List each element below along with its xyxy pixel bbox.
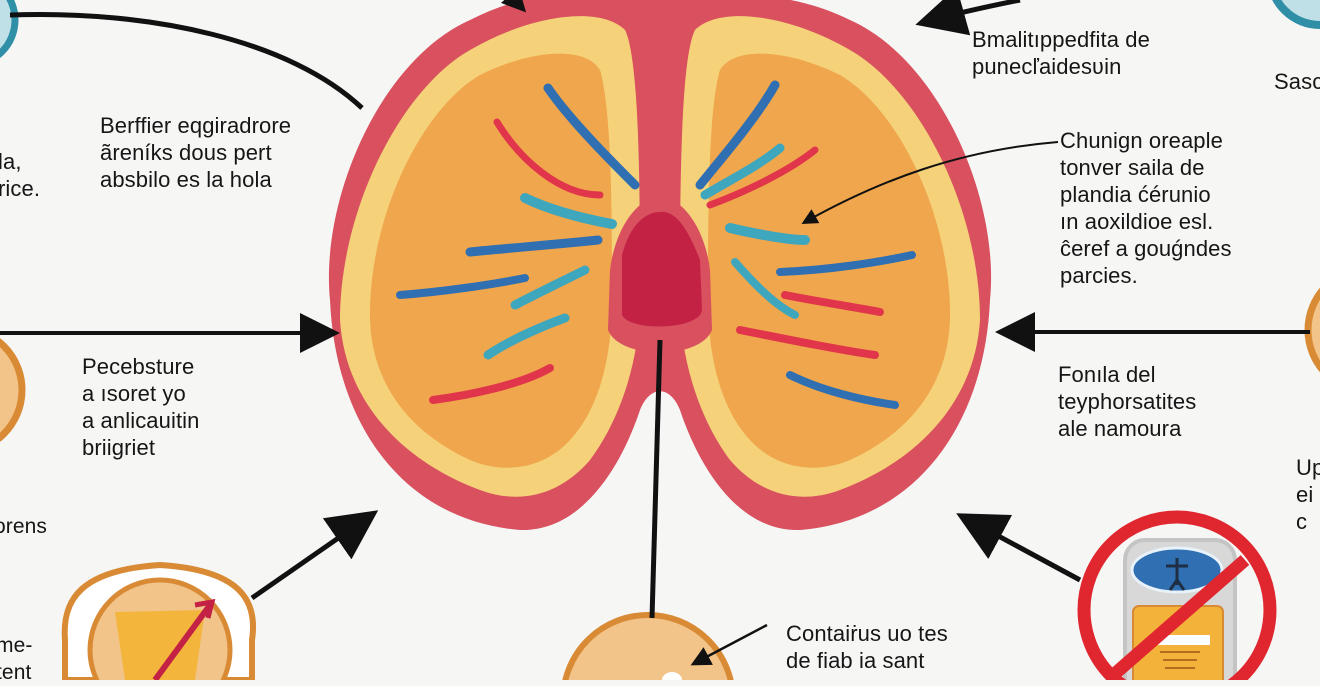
- label-left-upper: Berffier eqgiradrore ãreníks dous pert a…: [100, 113, 292, 192]
- label-top-left-fragment: la, rice.: [0, 149, 41, 201]
- label-right-upper: Chunign oreaple tonver saila de plandia …: [1060, 128, 1232, 288]
- label-right-lower-fragment: Up ei c: [1296, 455, 1320, 534]
- arrow-bottom-left: [250, 510, 379, 601]
- right-vessels: [695, 80, 916, 409]
- label-right-middle: Fonıla del teyphorsatites ale namoura: [1058, 362, 1197, 441]
- arrow-top-small: [500, 0, 527, 13]
- arrow-right-upper-callout: [801, 141, 1059, 224]
- label-left-lower-fragment-1: orens .: [0, 515, 48, 538]
- leader-lines: [0, 0, 1310, 666]
- label-left-lower-fragment-2: me- tent: [0, 634, 33, 684]
- label-bottom-center: Contaiṙus uo tes de fiab ia sant: [786, 621, 948, 673]
- trachea: [622, 211, 702, 327]
- lungs-illustration: [328, 0, 992, 531]
- label-left-middle: Pecebsture a ısoret yo a anlicauitin bri…: [82, 354, 200, 460]
- orange-circle-icon: [561, 612, 735, 686]
- no-inhaler-prohibited-icon: [1077, 510, 1277, 686]
- drink-cup-icon: [61, 561, 256, 686]
- arrow-bottom-right: [956, 513, 1082, 583]
- orange-circle-icon: [0, 338, 26, 442]
- left-vessels: [396, 83, 640, 404]
- left-lung-tissue: [369, 53, 612, 468]
- label-top-right: Bmalitıppedfita de punecľaidesʋin: [972, 27, 1150, 79]
- arrow-top-right: [915, 0, 1021, 36]
- label-top-right-edge: Sasc: [1274, 69, 1320, 94]
- teal-circle-icon: [1272, 0, 1320, 29]
- arrow-top-left-curve: [9, 12, 364, 110]
- arrow-bottom-center-callout: [690, 623, 768, 666]
- teal-circle-icon: [0, 0, 19, 59]
- line-center-down: [649, 339, 663, 619]
